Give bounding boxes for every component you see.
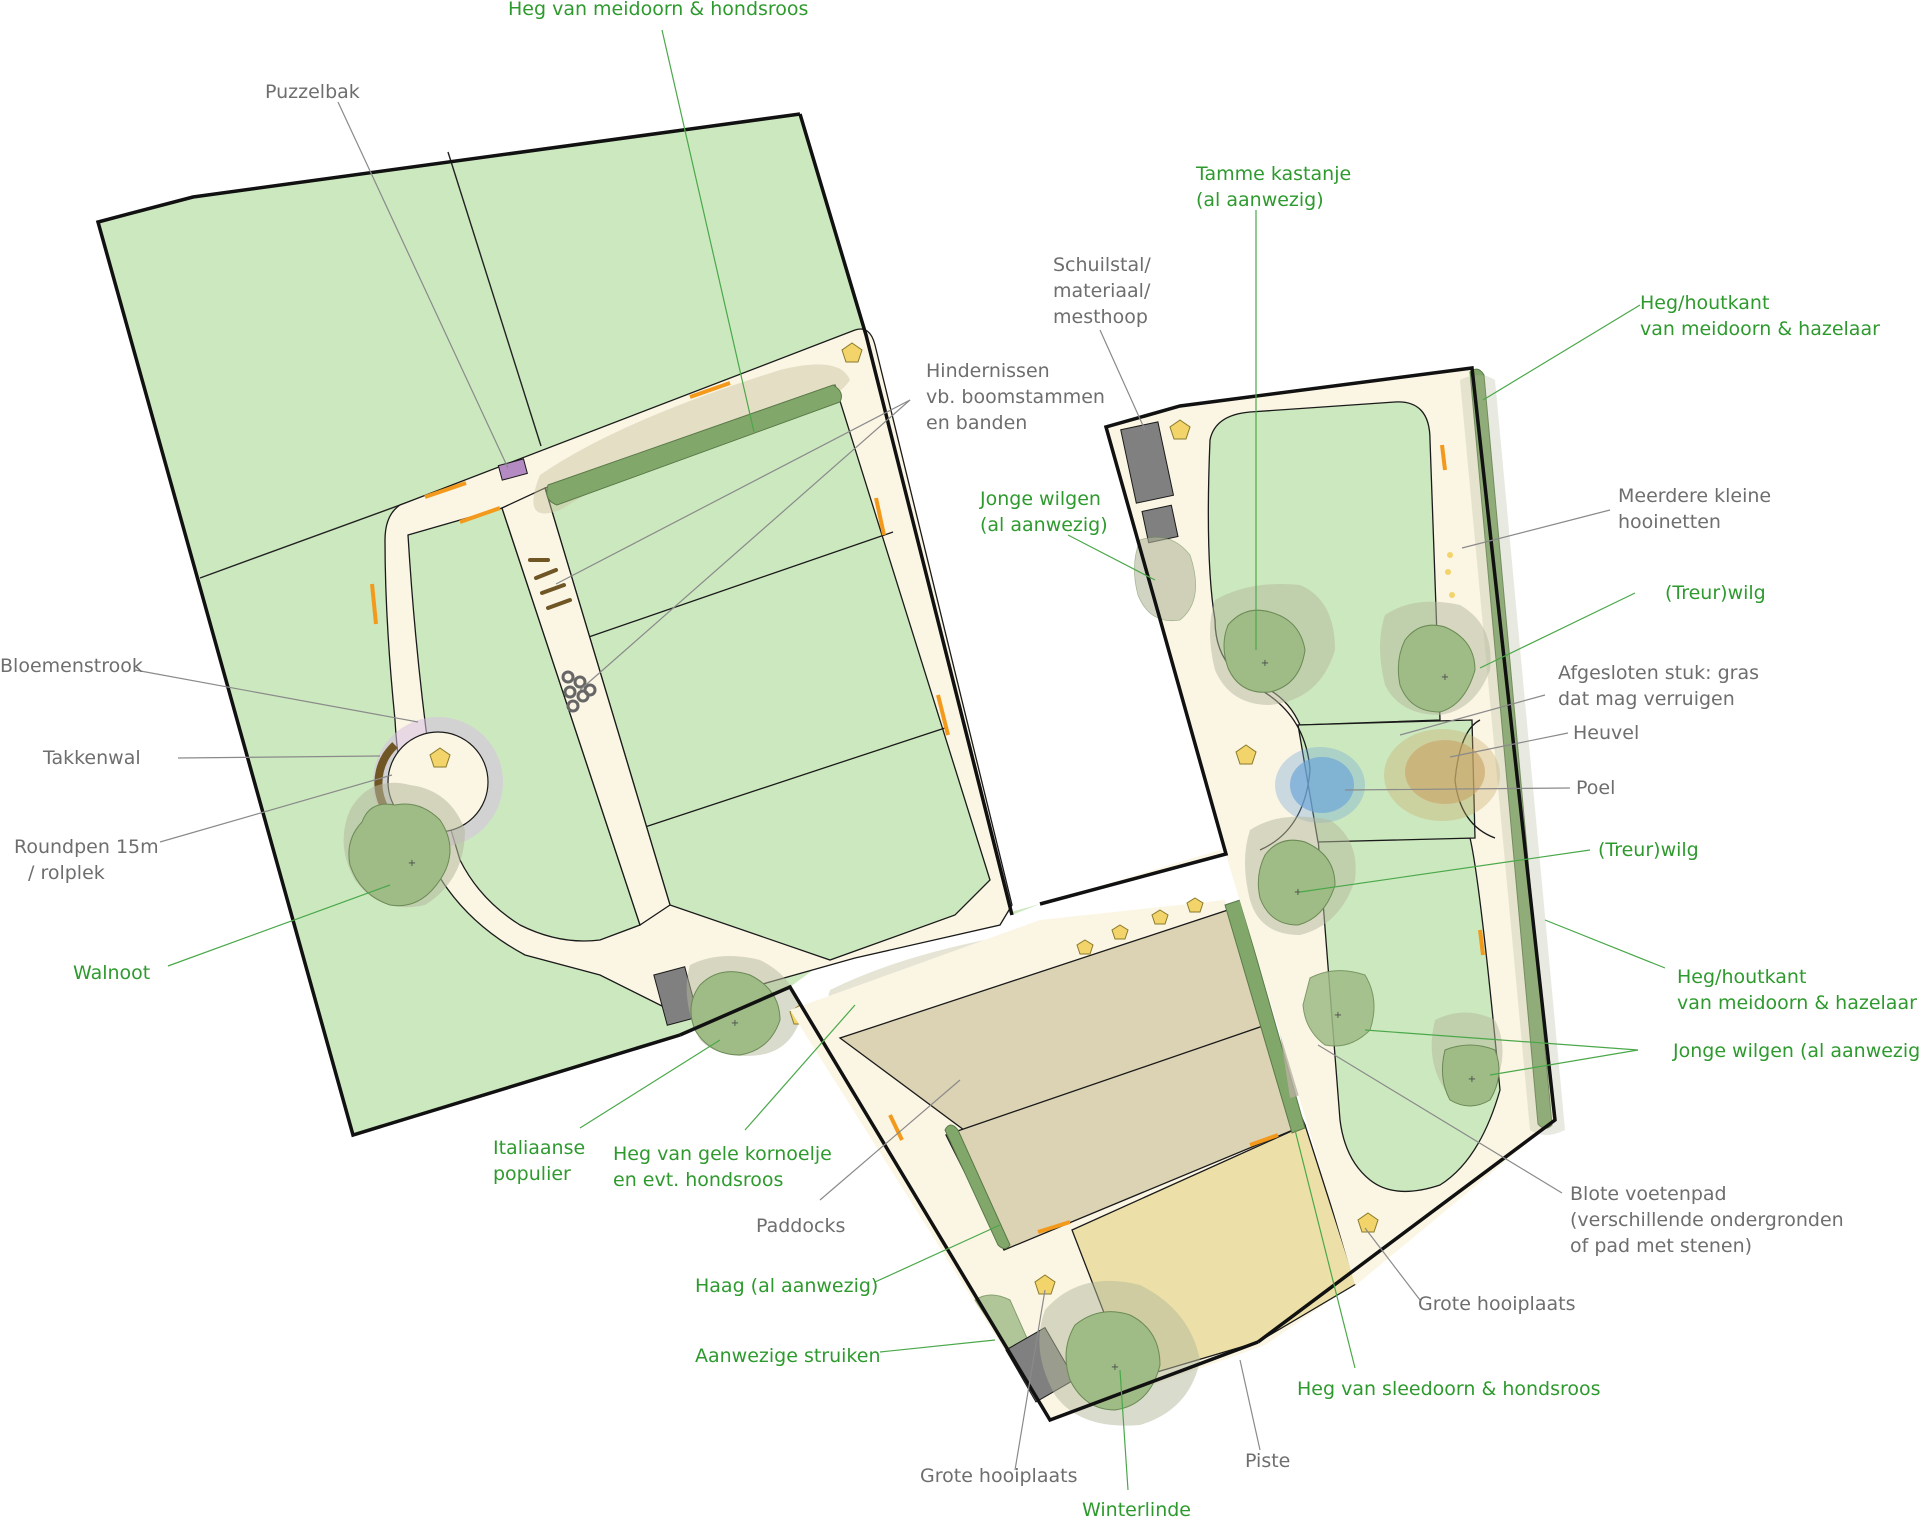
meadow-division	[447, 151, 542, 447]
winterlinde-tree: +	[1039, 1280, 1200, 1426]
label-heg-houtkant-top: van meidoorn & hazelaar	[1640, 318, 1880, 340]
left-parcel-outline	[798, 113, 1014, 916]
label-schuilstal: Schuilstal/	[1053, 254, 1151, 276]
label-heg-kornoelje: Heg van gele kornoelje	[613, 1143, 832, 1165]
svg-text:+: +	[1261, 658, 1269, 669]
inner-track-strip	[501, 487, 671, 927]
svg-text:+: +	[1294, 887, 1302, 898]
label-treurwilg-upper: (Treur)wilg	[1665, 582, 1766, 604]
hedge-houtkant-blur	[1460, 375, 1565, 1135]
right-parcel: + + + + +	[1039, 366, 1565, 1344]
svg-text:+: +	[1441, 672, 1449, 683]
treurwilg-lower-tree: +	[1245, 816, 1356, 935]
label-jonge-wilgen-left: Jonge wilgen	[979, 488, 1101, 510]
gates-middle	[888, 1114, 1279, 1234]
meadow-division	[641, 726, 949, 829]
label-heg-kornoelje: en evt. hondsroos	[613, 1169, 783, 1191]
svg-text:+: +	[731, 1018, 739, 1029]
walnut-tree: +	[343, 782, 465, 908]
label-grote-hooiplaats-right: Grote hooiplaats	[1418, 1293, 1575, 1315]
label-heg-meidoorn-hondsroos: Heg van meidoorn & hondsroos	[508, 0, 808, 20]
middle-parcel-outline	[679, 984, 1259, 1423]
svg-text:+: +	[408, 858, 416, 869]
label-jonge-wilgen-right: Jonge wilgen (al aanwezig)	[1672, 1040, 1920, 1062]
label-afgesloten-stuk: Afgesloten stuk: gras	[1558, 662, 1759, 684]
label-tamme-kastanje: (al aanwezig)	[1196, 189, 1324, 211]
svg-text:+: +	[1334, 1010, 1342, 1021]
label-grote-hooiplaats-bottom: Grote hooiplaats	[920, 1465, 1077, 1487]
pond	[1290, 757, 1354, 813]
label-hindernissen: vb. boomstammen	[926, 386, 1105, 408]
label-tamme-kastanje: Tamme kastanje	[1195, 163, 1351, 185]
svg-text:+: +	[1111, 1362, 1119, 1373]
hay-spots-middle	[1034, 897, 1204, 1295]
obstacle-tires	[561, 670, 597, 713]
label-roundpen: Roundpen 15m	[14, 836, 159, 858]
hedge-haag	[944, 1124, 1011, 1249]
hay-spots-right	[1169, 419, 1379, 1233]
left-parcel-outline	[95, 112, 801, 1138]
label-aanwezige-struiken: Aanwezige struiken	[695, 1345, 881, 1367]
label-blote-voetenpad: (verschillende ondergronden	[1570, 1209, 1844, 1231]
gates-left	[370, 381, 950, 736]
label-hindernissen: en banden	[926, 412, 1027, 434]
svg-text:+: +	[1468, 1074, 1476, 1085]
label-italiaanse-populier: populier	[493, 1163, 571, 1185]
right-parcel-outline	[1039, 366, 1557, 1344]
label-jonge-wilgen-left: (al aanwezig)	[980, 514, 1108, 536]
obstacle-logs	[528, 558, 572, 610]
label-treurwilg-lower: (Treur)wilg	[1598, 839, 1699, 861]
label-walnoot: Walnoot	[73, 962, 150, 984]
label-takkenwal: Takkenwal	[42, 747, 141, 769]
shelter-top-1	[1120, 421, 1175, 504]
label-poel: Poel	[1576, 777, 1615, 799]
leader-lines	[134, 29, 1666, 1491]
jonge-wilgen-lower: + +	[1302, 970, 1503, 1107]
treurwilg-upper-tree: +	[1380, 601, 1491, 715]
label-afgesloten-stuk: dat mag verruigen	[1558, 688, 1735, 710]
label-heuvel: Heuvel	[1573, 722, 1639, 744]
label-hooinetten: hooinetten	[1618, 511, 1721, 533]
label-heg-houtkant-top: Heg/houtkant	[1640, 292, 1769, 314]
young-willows-upper	[1134, 536, 1196, 622]
label-blote-voetenpad: of pad met stenen)	[1570, 1235, 1752, 1257]
label-heg-houtkant-bottom: van meidoorn & hazelaar	[1677, 992, 1917, 1014]
label-paddocks: Paddocks	[756, 1215, 845, 1237]
hill	[1405, 740, 1485, 804]
label-roundpen: / rolplek	[28, 862, 105, 884]
label-winterlinde: Winterlinde	[1082, 1499, 1191, 1517]
label-heg-sleedoorn: Heg van sleedoorn & hondsroos	[1297, 1378, 1601, 1400]
left-parcel: + +	[95, 112, 1042, 1138]
label-bloemenstrook: Bloemenstrook	[0, 655, 143, 677]
label-piste: Piste	[1245, 1450, 1290, 1472]
hedge-meidoorn-hondsroos	[546, 384, 842, 506]
tamme-kastanje-tree: +	[1210, 584, 1335, 705]
label-hooinetten: Meerdere kleine	[1618, 485, 1771, 507]
meadow-division	[579, 531, 894, 641]
small-hay-nets	[1445, 552, 1455, 598]
label-haag: Haag (al aanwezig)	[695, 1275, 878, 1297]
label-heg-houtkant-bottom: Heg/houtkant	[1677, 966, 1806, 988]
gates-right	[1440, 444, 1485, 956]
label-blote-voetenpad: Blote voetenpad	[1570, 1183, 1727, 1205]
hedge-houtkant-top	[1469, 368, 1553, 1129]
label-italiaanse-populier: Italiaanse	[493, 1137, 585, 1159]
right-meadow-lower	[1317, 837, 1501, 1193]
label-schuilstal: mesthoop	[1053, 306, 1148, 328]
hedge-sleedoorn	[1224, 899, 1306, 1134]
label-puzzelbak: Puzzelbak	[265, 81, 360, 103]
label-schuilstal: materiaal/	[1053, 280, 1151, 302]
label-hindernissen: Hindernissen	[926, 360, 1050, 382]
